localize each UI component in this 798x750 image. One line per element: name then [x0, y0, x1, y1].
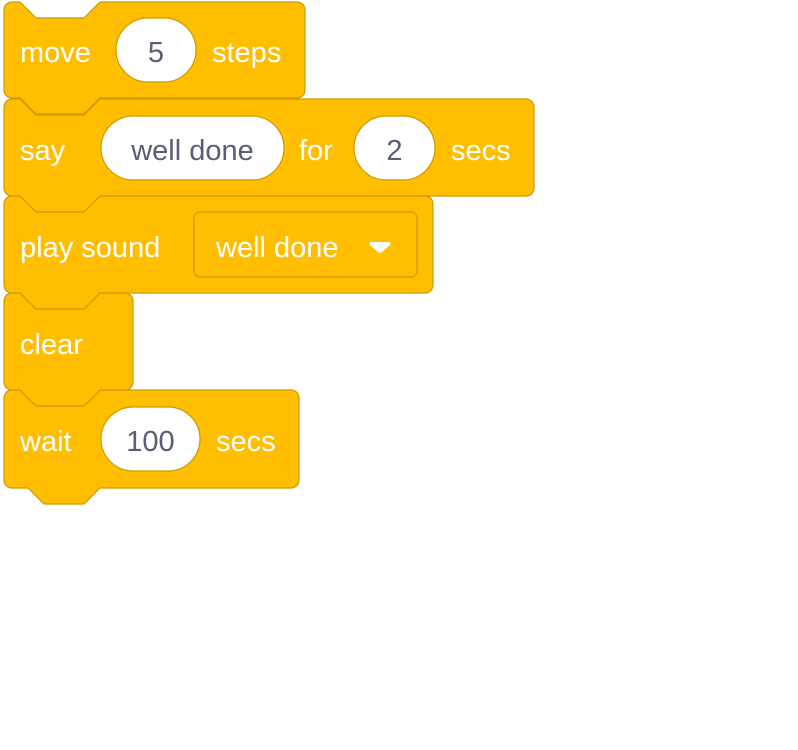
play-sound-label: play sound [20, 232, 160, 264]
wait-block[interactable]: wait 100 secs [3, 389, 300, 505]
sound-dropdown[interactable]: well done [193, 211, 418, 278]
move-steps-block[interactable]: move 5 steps [3, 1, 306, 115]
say-message-input[interactable]: well done [100, 115, 285, 181]
wait-duration-value[interactable]: 100 [126, 426, 174, 458]
say-label: say [20, 135, 66, 167]
play-sound-block[interactable]: play sound well done [3, 195, 434, 310]
clear-block[interactable]: clear [3, 292, 134, 407]
for-label: for [299, 135, 333, 167]
say-message-value[interactable]: well done [130, 135, 254, 167]
sound-dropdown-value[interactable]: well done [215, 232, 339, 264]
move-steps-input[interactable]: 5 [115, 17, 197, 83]
say-duration-value[interactable]: 2 [386, 135, 402, 167]
wait-label: wait [19, 426, 72, 458]
move-label: move [20, 37, 91, 69]
steps-label: steps [212, 37, 281, 69]
wait-secs-label: secs [216, 426, 276, 458]
say-for-secs-block[interactable]: say well done for 2 secs [3, 98, 535, 213]
dropdown-arrow-icon[interactable] [369, 242, 391, 253]
say-secs-label: secs [451, 135, 511, 167]
clear-label: clear [20, 329, 83, 361]
say-duration-input[interactable]: 2 [353, 115, 436, 181]
move-steps-value[interactable]: 5 [148, 37, 164, 69]
wait-duration-input[interactable]: 100 [100, 406, 201, 472]
